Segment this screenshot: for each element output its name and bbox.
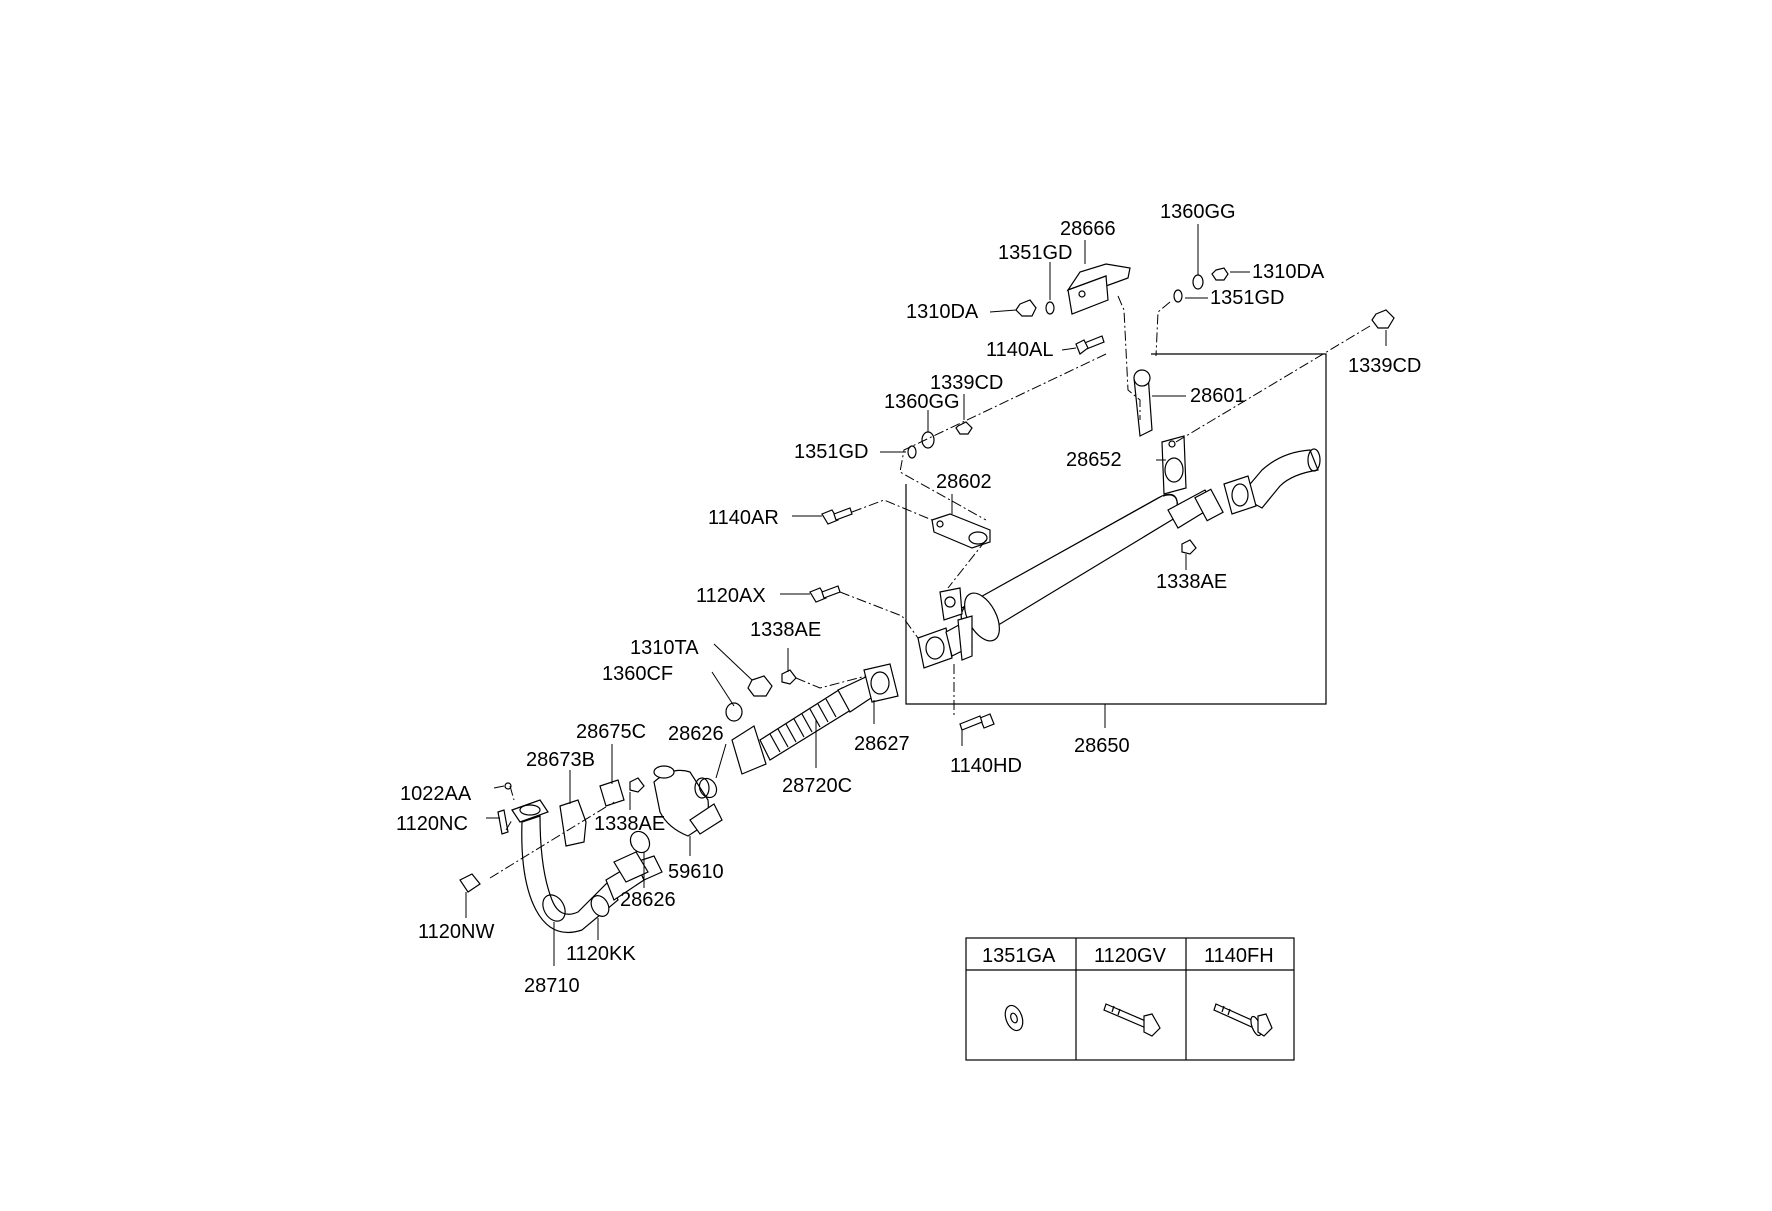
label-1140AR: 1140AR [708,507,779,529]
label-1351GD-right: 1351GD [1210,287,1285,309]
label-1360GG-top: 1360GG [1160,201,1236,223]
label-28601: 28601 [1190,385,1246,407]
washer-icon [1004,1004,1024,1032]
tail-pipe [1223,448,1321,515]
catalytic-59610 [653,765,723,837]
hanger-28601 [1133,369,1153,437]
label-1351GD-mid: 1351GD [794,441,869,463]
legend-header-1351GA: 1351GA [982,945,1056,967]
label-28626-top: 28626 [668,723,724,745]
label-1140HD: 1140HD [950,755,1022,777]
flex-pipe-28720C [731,663,899,775]
label-28627: 28627 [854,733,910,755]
part-labels: 28666 1360GG 1351GD 1310DA 1310DA 1351GD… [396,201,1421,997]
label-1338AE-right: 1338AE [1156,571,1227,593]
gasket-28626-top [698,777,718,799]
alignment-lines [489,295,1371,879]
label-28673B: 28673B [526,749,595,771]
label-28602: 28602 [936,471,992,493]
label-1310TA: 1310TA [630,637,699,659]
muffler [917,488,1224,669]
label-1120KK: 1120KK [566,943,636,965]
hanger-bracket-28652 [1161,435,1187,495]
label-28710: 28710 [524,975,580,997]
label-1360CF: 1360CF [602,663,673,685]
clamp-1120KK [590,895,610,917]
legend-header-1120GV: 1120GV [1094,945,1167,967]
flange-bolt-icon [1213,1003,1273,1037]
label-28666: 28666 [1060,218,1116,240]
label-1338AE-low: 1338AE [594,813,665,835]
label-1360GG-mid: 1360GG [884,391,960,413]
muffler-assembly-frame [905,353,1327,705]
label-1351GD-top: 1351GD [998,242,1073,264]
bolt-icon [1103,1003,1161,1037]
legend-table: 1351GA 1120GV 1140FH [965,937,1295,1061]
label-1339CD-right: 1339CD [1348,355,1421,377]
label-28650: 28650 [1074,735,1130,757]
label-1310DA-left: 1310DA [906,301,979,323]
legend-header-1140FH: 1140FH [1204,945,1274,967]
label-1310DA-right: 1310DA [1252,261,1325,283]
label-28652: 28652 [1066,449,1122,471]
label-1339CD-mid: 1339CD [930,372,1003,394]
label-1120NC: 1120NC [396,813,468,835]
label-1120AX: 1120AX [696,585,766,607]
bracket-28673B [559,799,587,847]
label-28675C: 28675C [576,721,646,743]
label-1338AE-mid: 1338AE [750,619,821,641]
label-1022AA: 1022AA [400,783,472,805]
label-1120NW: 1120NW [418,921,494,943]
label-59610: 59610 [668,861,724,883]
gasket-28626-low [629,830,651,854]
leader-lines [465,224,1387,966]
label-28626-low: 28626 [620,889,676,911]
label-1140AL: 1140AL [986,339,1053,361]
bracket-28602 [931,513,991,549]
fasteners [459,267,1395,893]
label-28720C: 28720C [782,775,852,797]
bracket-28666 [1066,263,1131,315]
